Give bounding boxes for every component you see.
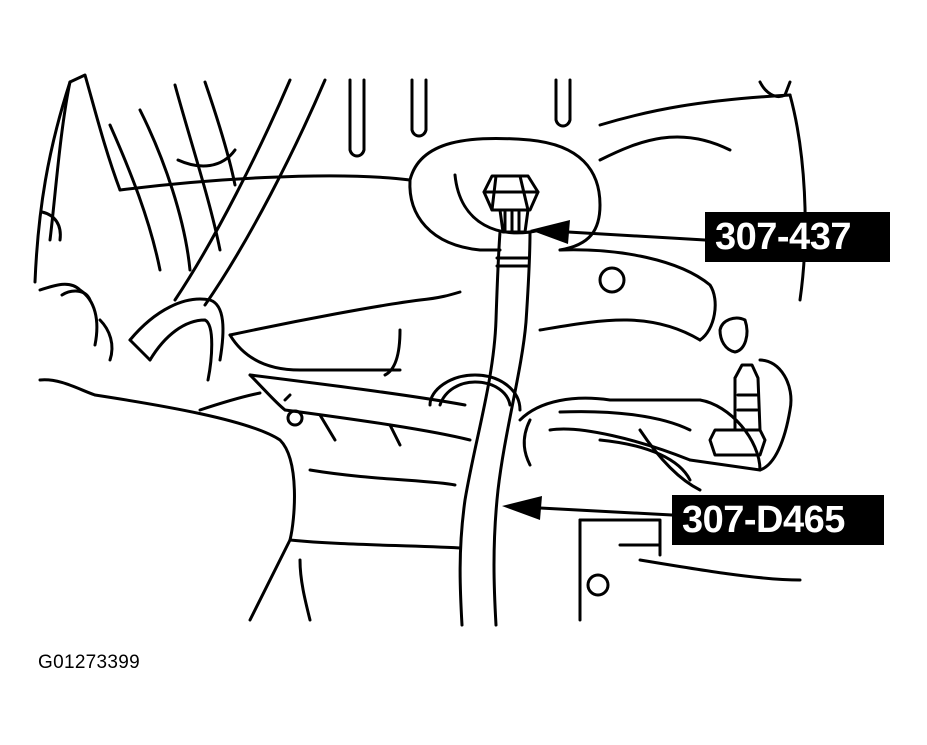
probe-hose <box>458 230 532 627</box>
lower-engine <box>38 282 462 622</box>
sensor-bolt <box>482 174 540 234</box>
figure-id: G01273399 <box>38 652 141 673</box>
callout-307-d465: 307-D465 <box>672 495 884 545</box>
callout-leaders <box>538 230 707 517</box>
converter-body <box>518 396 802 622</box>
arrowhead-307-d465 <box>502 496 542 520</box>
arrowhead-307-437 <box>530 220 570 244</box>
mounting-pad <box>408 136 626 294</box>
upper-engine-block <box>33 73 807 307</box>
oxygen-sensor <box>708 358 793 472</box>
callout-307-437: 307-437 <box>705 212 890 262</box>
exhaust-bracket <box>228 248 749 467</box>
